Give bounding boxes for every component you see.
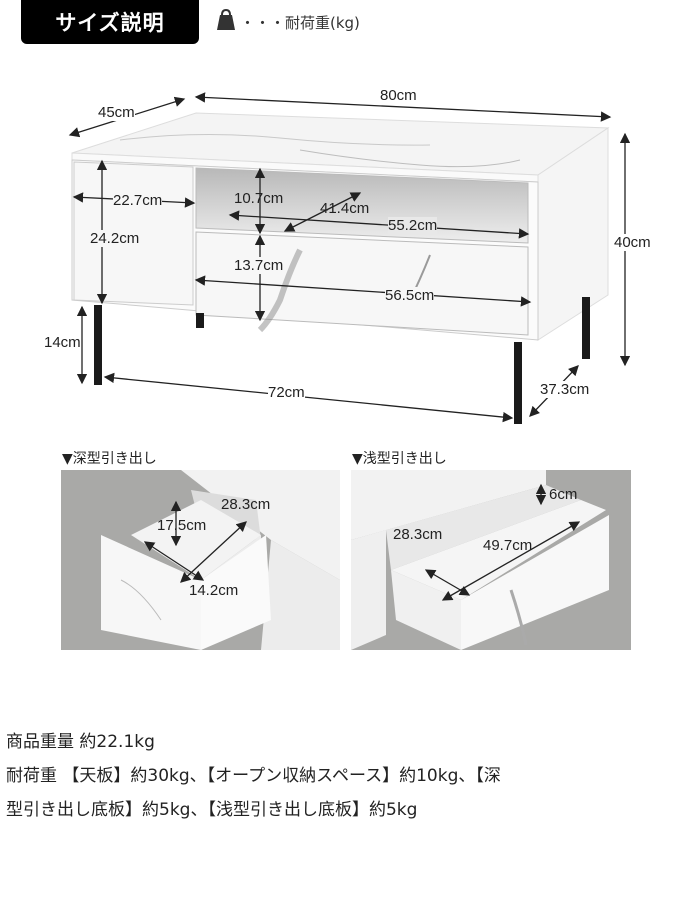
dim-leg-height: 14cm [44,334,81,351]
load-capacity-line1: 耐荷重 【天板】約30kg、【オープン収納スペース】約10kg、【深 [6,766,501,786]
shallow-drawer-label: ▼浅型引き出し [352,451,447,467]
shallow-drawer-depth: 49.7cm [483,537,533,554]
product-specs: 商品重量 約22.1kg 耐荷重 【天板】約30kg、【オープン収納スペース】約… [6,725,686,827]
dim-width-top: 80cm [380,87,417,104]
dim-drawer-width: 56.5cm [385,287,435,304]
deep-drawer-label: ▼深型引き出し [62,451,157,467]
furniture-dimension-diagram: 45cm 80cm 40cm 22.7cm 24.2cm 10.7cm 41.4… [0,0,690,440]
section-title: サイズ説明 [55,11,165,35]
dim-left-panel-width: 22.7cm [113,192,163,209]
deep-drawer-photo: 17.5cm 28.3cm 14.2cm [61,470,340,650]
load-capacity-line2: 型引き出し底板】約5kg、【浅型引き出し底板】約5kg [6,800,418,820]
product-weight: 商品重量 約22.1kg [6,732,155,752]
shallow-drawer-photo: 6cm 28.3cm 49.7cm [351,470,631,650]
deep-drawer-depth: 28.3cm [221,496,271,513]
dim-depth-top: 45cm [98,104,135,121]
dim-drawer-height: 13.7cm [234,257,284,274]
dim-shelf-height: 10.7cm [234,190,284,207]
deep-drawer-width: 14.2cm [189,582,239,599]
dim-shelf-depth: 41.4cm [320,200,370,217]
shallow-drawer-height: 6cm [549,486,578,503]
dim-leg-span-depth: 37.3cm [540,381,590,398]
dim-height-total: 40cm [614,234,651,251]
dim-left-panel-height: 24.2cm [90,230,140,247]
legend-text: ・・・耐荷重(kg) [240,13,360,32]
weight-bag-icon [216,8,236,35]
load-legend: ・・・耐荷重(kg) [216,8,360,35]
shallow-drawer-width: 28.3cm [393,526,443,543]
deep-drawer-height: 17.5cm [157,517,207,534]
dim-shelf-width: 55.2cm [388,217,438,234]
section-title-badge: サイズ説明 [21,0,199,44]
dim-leg-span-width: 72cm [268,384,305,401]
